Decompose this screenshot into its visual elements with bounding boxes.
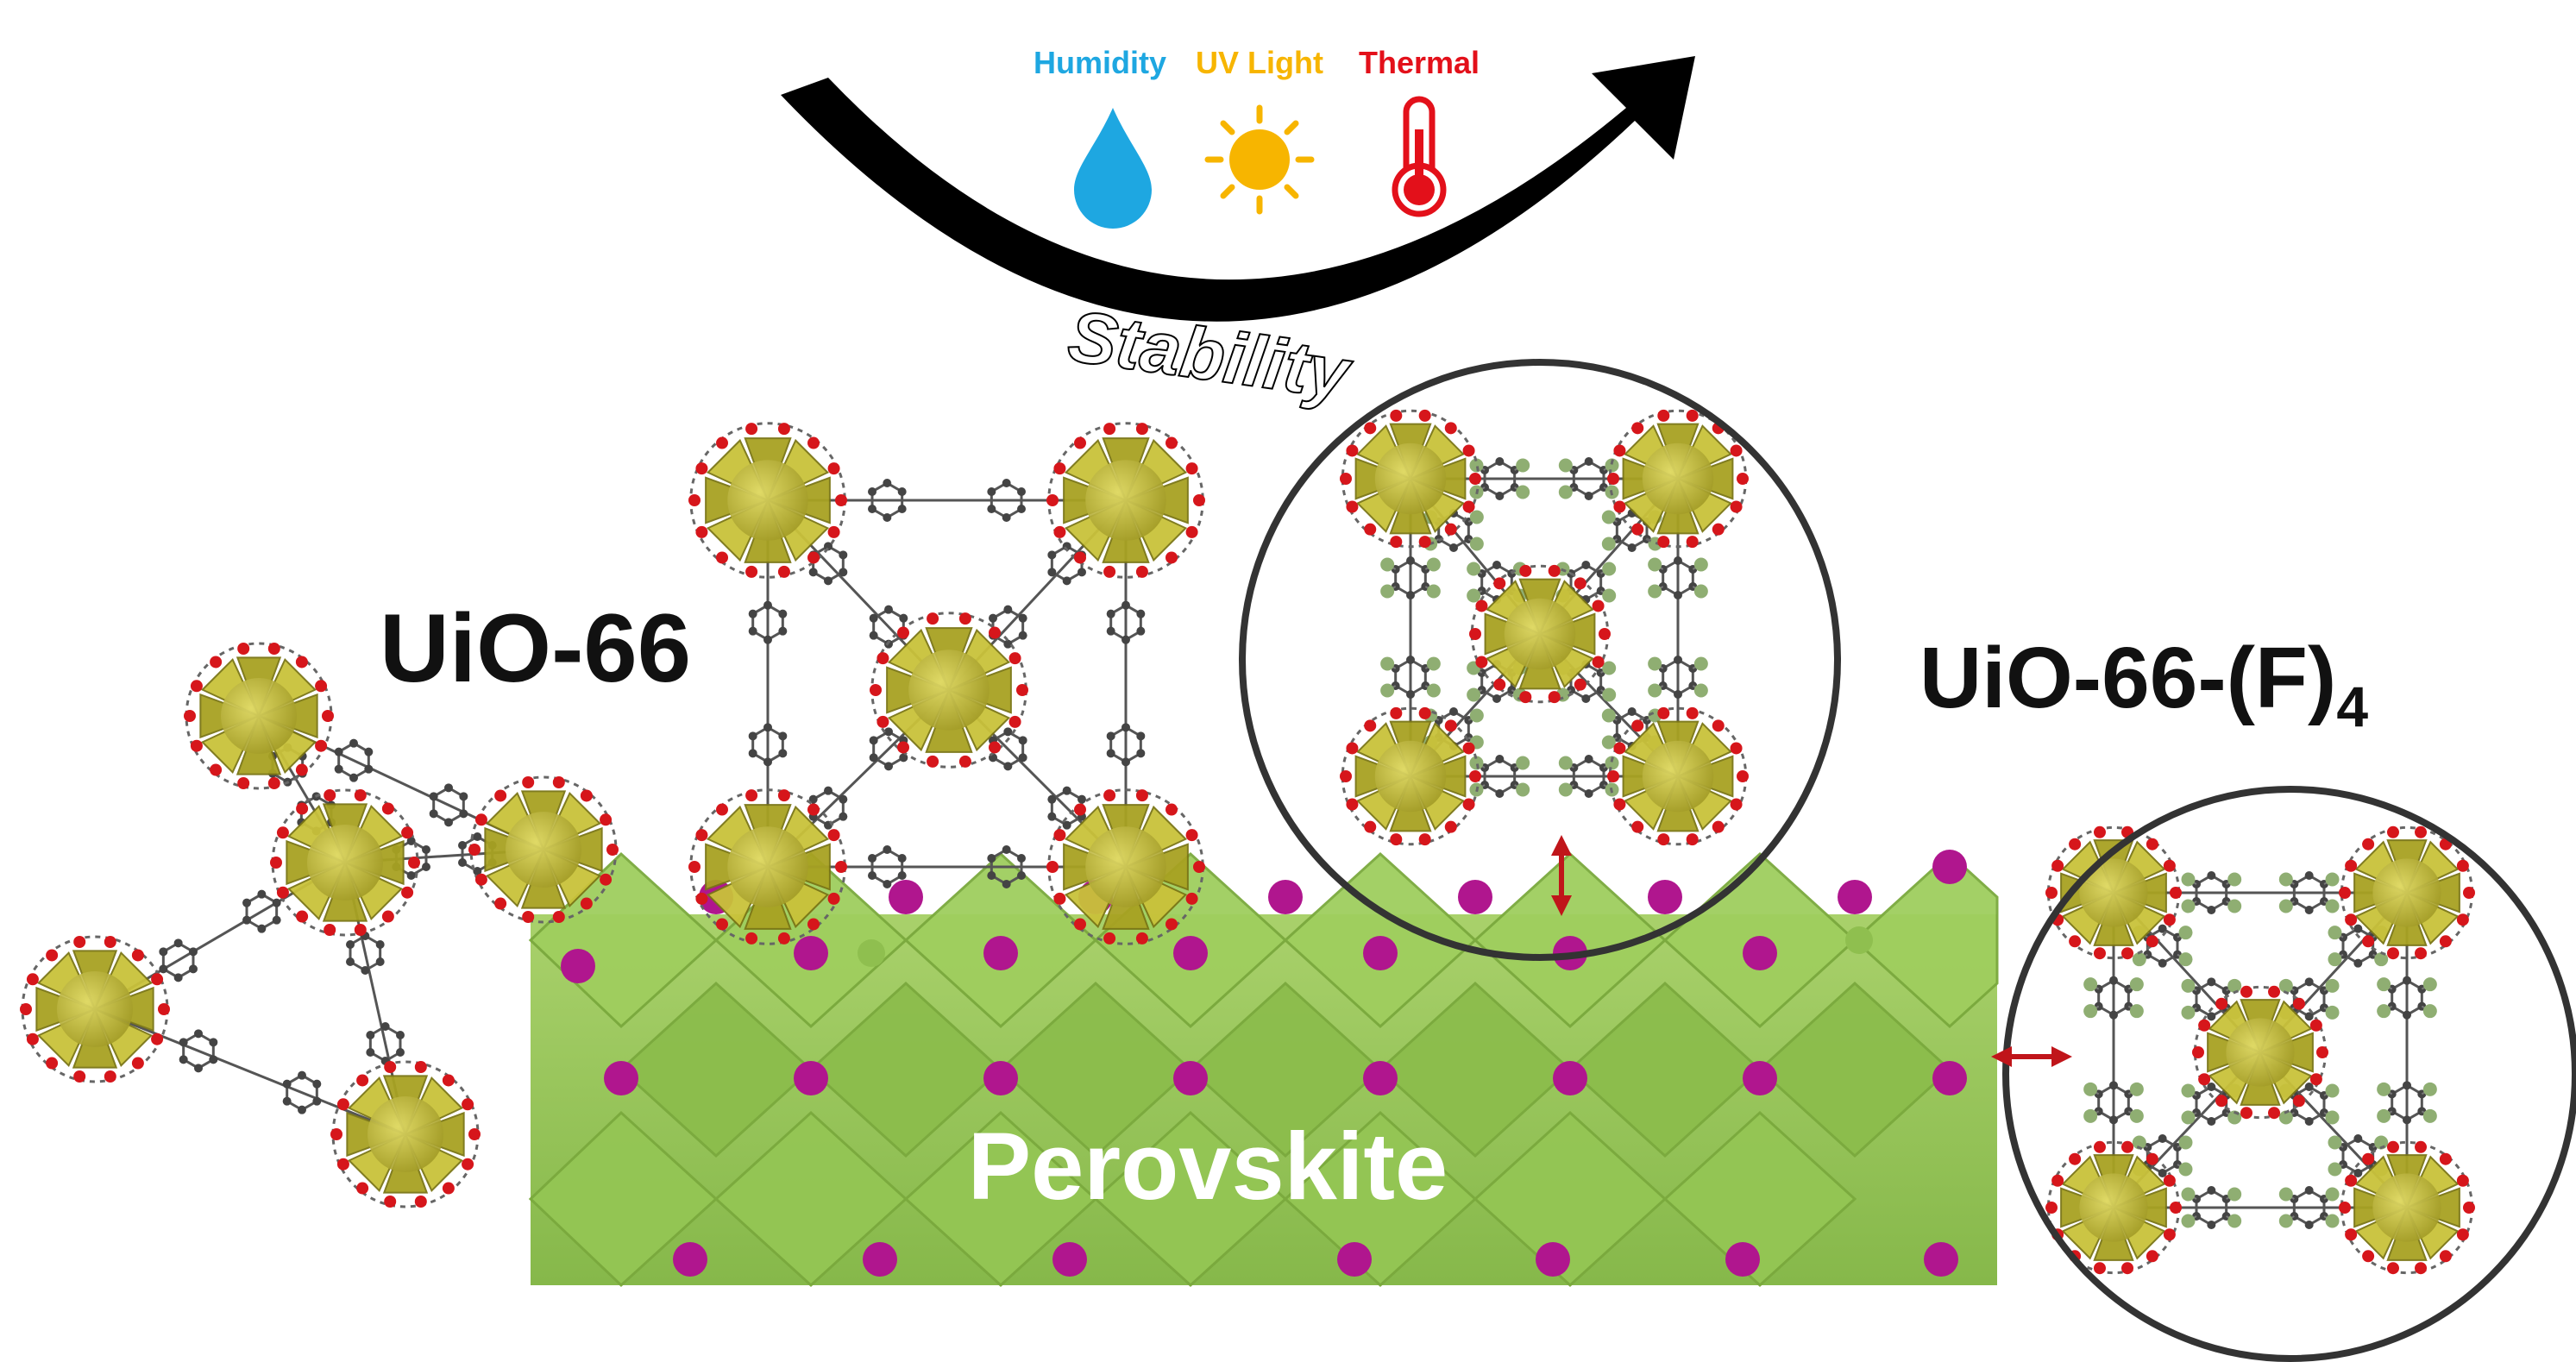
mof-structures <box>20 409 2475 1275</box>
sun-icon <box>1204 104 1315 215</box>
water-drop-icon <box>1074 108 1152 229</box>
uio66-f4-inset-side <box>2002 786 2576 1362</box>
uv-light-label: UV Light <box>1196 45 1323 80</box>
stability-arrow <box>781 56 1695 322</box>
thermometer-icon <box>1392 96 1447 217</box>
uio66-f4-label-subscript: 4 <box>2336 675 2368 738</box>
perovskite-slab <box>528 850 1999 1288</box>
perovskite-label: Perovskite <box>968 1114 1448 1220</box>
humidity-label: Humidity <box>1034 45 1166 80</box>
uio66-f4-label-main: UiO-66-(F) <box>1919 630 2336 726</box>
thermal-label: Thermal <box>1359 45 1480 80</box>
uio66-f4-label: UiO-66-(F)4 <box>1919 630 2368 738</box>
uio66-f4-inset-top <box>1239 359 1841 961</box>
uio66-label: UiO-66 <box>380 594 691 702</box>
